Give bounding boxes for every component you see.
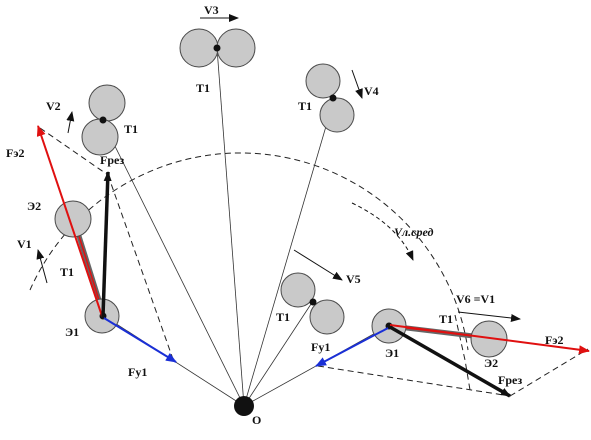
v6-arrow <box>457 311 521 322</box>
label-v2: V2 <box>46 99 61 113</box>
rotor-pair-upper-right <box>305 63 355 133</box>
fres-vector-right <box>389 325 511 398</box>
e2-ball-left <box>54 200 92 238</box>
label-fres-left: Fрез <box>100 153 124 167</box>
label-e1-left: Э1 <box>65 325 79 339</box>
label-v4: V4 <box>364 84 379 98</box>
rotor-pair-upper-left <box>81 84 126 156</box>
fy1-vector-left <box>103 317 177 363</box>
label-v6: V6 =V1 <box>456 292 495 306</box>
label-t1-top: T1 <box>196 81 210 95</box>
center-point-o <box>234 396 254 416</box>
label-t1-right: T1 <box>439 312 453 326</box>
parallelogram-right <box>317 348 589 397</box>
label-fe2-right: Fэ2 <box>545 333 564 347</box>
label-t1-left-top: T1 <box>124 122 138 136</box>
label-e2-left: Э2 <box>27 199 41 213</box>
fres-vector-left <box>101 171 112 317</box>
e2-ball-right <box>470 320 508 358</box>
rotor-pair-top <box>179 28 256 68</box>
vsr-arrow <box>351 202 414 261</box>
rotor-pair-middle <box>280 272 345 335</box>
label-t1-upright: T1 <box>298 99 312 113</box>
v1-arrow <box>36 249 48 284</box>
label-fy1-right: Fy1 <box>311 340 330 354</box>
label-fy1-left: Fy1 <box>128 365 147 379</box>
parallelogram-left <box>39 127 175 363</box>
label-fe2-left: Fэ2 <box>6 146 25 160</box>
fe2-vector-right <box>389 324 590 355</box>
label-v5: V5 <box>346 272 361 286</box>
v2-arrow <box>66 111 75 134</box>
label-v3: V3 <box>204 3 219 17</box>
label-t1-left-mid: T1 <box>60 265 74 279</box>
label-e2-right: Э2 <box>484 356 498 370</box>
label-vsr: Vл.сред <box>394 225 434 239</box>
label-v1: V1 <box>17 237 32 251</box>
trajectory-arc-right <box>454 314 471 391</box>
fe2-vector-left <box>36 125 103 317</box>
label-e1-right: Э1 <box>385 346 399 360</box>
label-t1-mid: T1 <box>276 310 290 324</box>
fy1-vector-right <box>315 327 389 367</box>
label-o: O <box>252 413 261 427</box>
v4-arrow <box>351 69 363 99</box>
label-fres-right: Fрез <box>498 373 522 387</box>
v5-arrow <box>293 249 343 281</box>
